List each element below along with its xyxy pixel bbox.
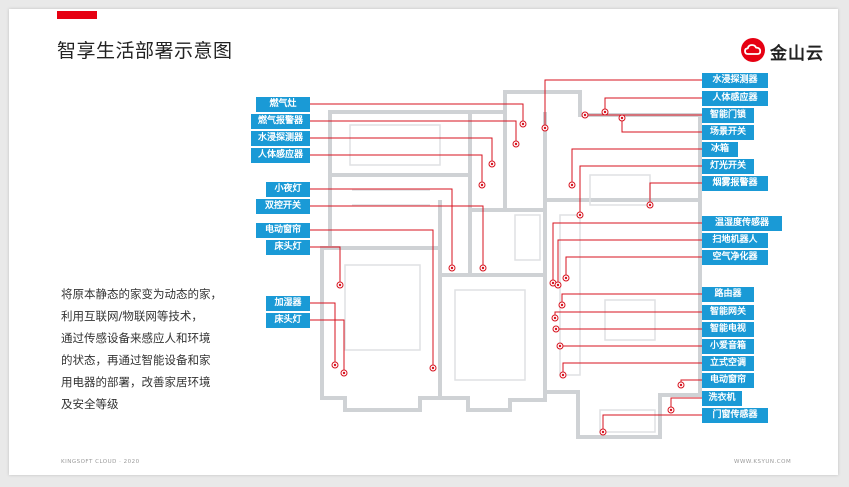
device-label-right: 路由器 xyxy=(702,287,754,302)
leader-line xyxy=(621,118,702,133)
leader-line xyxy=(562,362,702,375)
device-label-right: 水浸探测器 xyxy=(702,73,768,88)
floor-plan-furniture xyxy=(344,124,656,433)
device-marker-dot xyxy=(481,266,485,270)
device-label-left: 水浸探测器 xyxy=(251,131,310,146)
leader-line xyxy=(310,137,493,164)
device-marker-dot xyxy=(669,408,673,412)
cloud-icon xyxy=(741,38,765,62)
device-marker-dot xyxy=(480,183,484,187)
description-line: 及安全等级 xyxy=(61,397,119,411)
device-marker-dot xyxy=(553,316,557,320)
description-line: 将原本静态的家变为动态的家， xyxy=(61,287,222,301)
leader-line xyxy=(310,103,524,124)
device-label-left: 电动窗帘 xyxy=(256,223,310,238)
slide-title: 智享生活部署示意图 xyxy=(57,40,233,62)
device-marker-dot xyxy=(578,213,582,217)
device-marker-dot xyxy=(601,430,605,434)
device-label-right: 智能网关 xyxy=(702,305,754,320)
leader-line xyxy=(544,79,702,128)
leader-lines xyxy=(310,79,702,436)
leader-line xyxy=(310,154,483,185)
device-marker-dot xyxy=(558,344,562,348)
leader-line xyxy=(670,397,702,410)
leader-line xyxy=(557,239,702,285)
device-label-right: 小爱音箱 xyxy=(702,339,754,354)
device-label-right: 电动窗帘 xyxy=(702,373,754,388)
device-marker-dot xyxy=(560,303,564,307)
device-label-right: 智能电视 xyxy=(702,322,754,337)
footer-right: WWW.KSYUN.COM xyxy=(734,459,792,465)
leader-line xyxy=(310,246,341,285)
footer-left: KINGSOFT CLOUD · 2020 xyxy=(61,459,140,465)
description: 将原本静态的家变为动态的家， 利用互联网/物联网等技术， 通过传感设备来感应人和… xyxy=(61,283,241,415)
device-marker-dot xyxy=(333,363,337,367)
leader-line xyxy=(310,188,453,268)
device-marker-dot xyxy=(543,126,547,130)
device-label-left: 燃气灶 xyxy=(256,97,310,112)
device-label-left: 床头灯 xyxy=(266,313,310,328)
device-label-right: 温湿度传感器 xyxy=(702,216,782,231)
accent-bar xyxy=(57,11,97,19)
device-marker-dot xyxy=(561,373,565,377)
device-label-right: 门窗传感器 xyxy=(702,408,768,423)
device-label-right: 场景开关 xyxy=(702,125,754,140)
leader-line xyxy=(649,182,702,205)
leader-line xyxy=(310,229,434,368)
device-label-left: 人体感应器 xyxy=(251,148,310,163)
floor-plan-walls xyxy=(320,90,702,439)
device-marker-dot xyxy=(554,327,558,331)
device-label-left: 双控开关 xyxy=(256,199,310,214)
device-marker-dot xyxy=(338,283,342,287)
device-label-right: 灯光开关 xyxy=(702,159,754,174)
device-label-right: 冰箱 xyxy=(702,142,738,157)
device-marker-dot xyxy=(431,366,435,370)
device-label-right: 洗衣机 xyxy=(702,391,742,406)
leader-line xyxy=(552,222,702,283)
device-label-right: 烟雾报警器 xyxy=(702,176,768,191)
device-marker-dot xyxy=(564,276,568,280)
device-marker-dot xyxy=(648,203,652,207)
logo-text: 金山云 xyxy=(770,44,824,64)
device-label-right: 人体感应器 xyxy=(702,91,768,106)
device-marker-dot xyxy=(556,283,560,287)
device-label-right: 扫地机器人 xyxy=(702,233,768,248)
device-marker-dot xyxy=(620,116,624,120)
device-marker-dot xyxy=(679,383,683,387)
device-marker-dot xyxy=(521,122,525,126)
device-marker-dot xyxy=(583,113,587,117)
leader-line xyxy=(561,293,702,305)
device-marker-dot xyxy=(603,110,607,114)
description-line: 的状态，再通过智能设备和家 xyxy=(61,353,211,367)
leader-line xyxy=(310,205,484,268)
leader-line xyxy=(565,256,702,278)
device-label-left: 床头灯 xyxy=(266,240,310,255)
leader-line xyxy=(310,319,345,373)
device-marker-dot xyxy=(490,162,494,166)
device-label-left: 小夜灯 xyxy=(266,182,310,197)
device-label-right: 智能门锁 xyxy=(702,108,754,123)
description-line: 用电器的部署，改善家居环境 xyxy=(61,375,211,389)
device-label-left: 加湿器 xyxy=(266,296,310,311)
description-line: 利用互联网/物联网等技术， xyxy=(61,309,203,323)
device-label-right: 空气净化器 xyxy=(702,250,768,265)
leader-line xyxy=(571,148,702,185)
leader-line xyxy=(310,120,517,144)
device-label-left: 燃气报警器 xyxy=(251,114,310,129)
kingsoft-cloud-logo: 金山云 xyxy=(741,38,831,64)
device-marker-dot xyxy=(514,142,518,146)
leader-line xyxy=(604,97,702,112)
description-line: 通过传感设备来感应人和环境 xyxy=(61,331,211,345)
device-marker-dot xyxy=(570,183,574,187)
device-label-right: 立式空调 xyxy=(702,356,754,371)
leader-line xyxy=(579,165,702,215)
device-marker-dot xyxy=(342,371,346,375)
device-marker-dot xyxy=(450,266,454,270)
leader-line xyxy=(602,414,702,432)
leader-line xyxy=(310,302,336,365)
device-marker-dot xyxy=(551,281,555,285)
leader-line xyxy=(554,311,702,318)
